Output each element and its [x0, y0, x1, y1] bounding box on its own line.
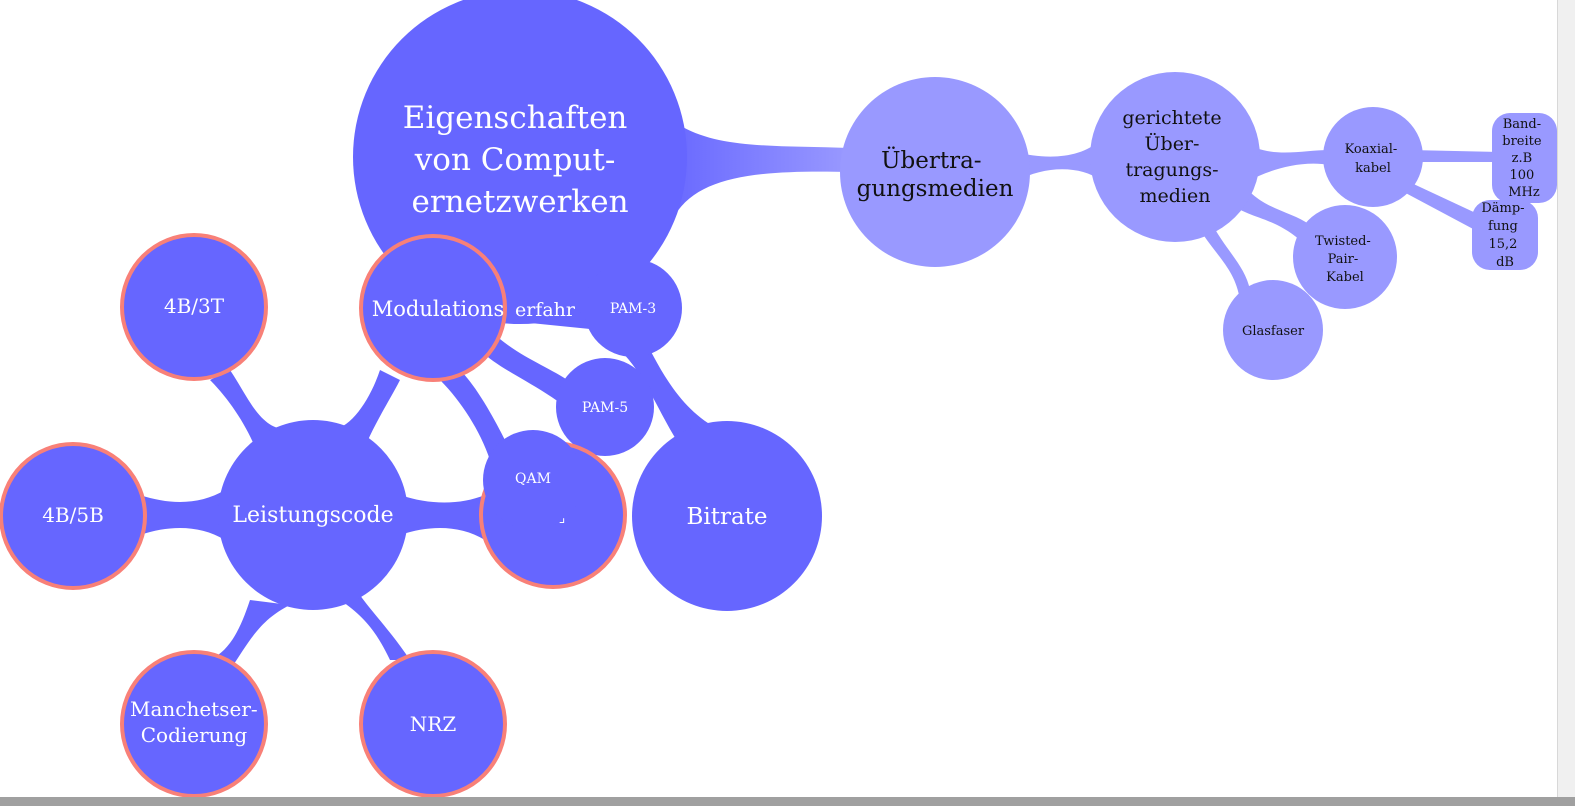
directed-media-label: gerichtete Über- tragungs- medien — [1122, 107, 1227, 207]
bitrate-label: Bitrate — [686, 504, 767, 530]
line-code-node[interactable] — [218, 420, 408, 610]
horizontal-scrollbar[interactable] — [0, 797, 1575, 806]
bitrate-node[interactable] — [632, 421, 822, 611]
pam5-node[interactable] — [556, 358, 654, 456]
manchester-label: Manchetser- Codierung — [130, 697, 264, 747]
manchester-node[interactable] — [120, 650, 268, 798]
bandwidth-label: Band- breite z.B 100 MHz — [1502, 117, 1545, 200]
4b5b-label: 4B/5B — [42, 503, 104, 527]
fiber-node[interactable] — [1223, 280, 1323, 380]
attenuation-node[interactable] — [1472, 200, 1538, 270]
bandwidth-node[interactable] — [1492, 113, 1557, 203]
qam-label: QAM — [515, 471, 551, 487]
4b5b-node[interactable] — [0, 442, 147, 590]
line-code-label: Leistungscode — [232, 503, 393, 528]
qam-mark: ⌟ — [559, 510, 566, 526]
modulation-label: Modulations — [372, 297, 504, 321]
4b3t-label: 4B/3T — [164, 294, 225, 318]
modulation-overlap-text: erfahr — [515, 299, 576, 321]
nrz-node[interactable] — [359, 650, 507, 798]
attenuation-label: Dämp- fung 15,2 dB — [1481, 201, 1528, 270]
twisted-pair-node[interactable] — [1293, 205, 1397, 309]
nrz-label: NRZ — [410, 712, 457, 736]
modulation-node[interactable] — [359, 234, 507, 382]
transmission-media-node[interactable] — [840, 77, 1030, 267]
coax-node[interactable] — [1323, 107, 1423, 207]
qam-node[interactable] — [483, 430, 583, 530]
transmission-media-label: Übertra- gungsmedien — [857, 147, 1014, 202]
twisted-pair-label: Twisted- Pair- Kabel — [1315, 234, 1375, 285]
fiber-label: Glasfaser — [1242, 324, 1305, 339]
pam3-node[interactable] — [584, 259, 682, 357]
vertical-scrollbar[interactable] — [1557, 0, 1575, 797]
4b3t-node[interactable] — [120, 233, 268, 381]
pam3-label: PAM-3 — [610, 301, 656, 317]
coax-label: Koaxial- kabel — [1345, 142, 1402, 176]
root-label: Eigenschaften von Comput- ernetzwerken — [403, 100, 638, 220]
pam5-label: PAM-5 — [582, 400, 628, 416]
directed-media-node[interactable] — [1090, 72, 1260, 242]
